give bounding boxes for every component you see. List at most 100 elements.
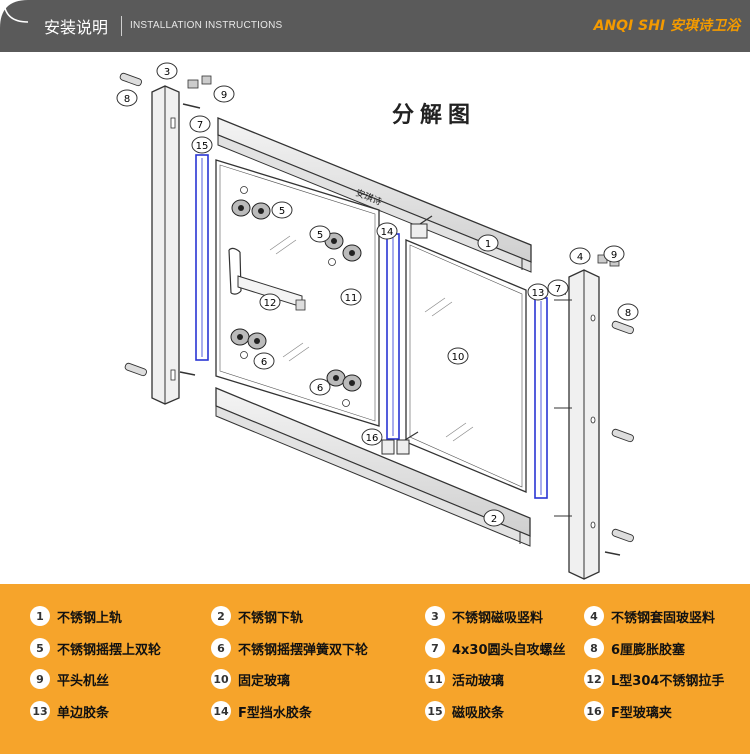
legend-number: 8: [584, 638, 604, 658]
legend-number: 10: [211, 669, 231, 689]
callout-3: 3: [156, 62, 178, 80]
svg-text:13: 13: [532, 288, 545, 299]
svg-text:11: 11: [345, 293, 358, 304]
legend-label: 活动玻璃: [452, 673, 505, 689]
callout-15: 15: [191, 136, 213, 154]
legend-number: 4: [584, 606, 604, 626]
exploded-diagram: 分解图 安琪诗: [116, 62, 639, 580]
legend-number: 2: [211, 606, 231, 626]
header-subtitle: INSTALLATION INSTRUCTIONS: [130, 20, 283, 31]
svg-text:9: 9: [611, 250, 617, 261]
legend-item-10: 10 固定玻璃: [211, 668, 290, 690]
svg-text:14: 14: [381, 227, 394, 238]
callout-10: 10: [447, 347, 469, 365]
wall-anchors: [119, 72, 634, 543]
svg-text:6: 6: [317, 383, 323, 394]
bottom-roller-right: [326, 369, 362, 392]
fixed-glass: [405, 239, 527, 493]
header-title: 安装说明: [44, 18, 109, 37]
legend-number: 9: [30, 669, 50, 689]
legend-item-16: 16 F型玻璃夹: [584, 700, 672, 722]
header-divider: [121, 16, 122, 36]
legend-number: 13: [30, 701, 50, 721]
legend-label: 平头机丝: [57, 673, 110, 689]
legend-number: 7: [425, 638, 445, 658]
legend-item-2: 2 不锈钢下轨: [211, 605, 303, 627]
bottom-rail: [215, 387, 531, 547]
legend-label: 固定玻璃: [238, 673, 291, 689]
legend-label: 6厘膨胀胶塞: [611, 642, 686, 658]
brand-logo: ANQI SHI 安琪诗卫浴: [593, 18, 740, 34]
legend-label: 不锈钢上轨: [57, 610, 123, 626]
svg-text:3: 3: [164, 67, 170, 78]
legend-item-8: 8 6厘膨胀胶塞: [584, 637, 685, 659]
legend-number: 3: [425, 606, 445, 626]
legend-item-5: 5 不锈钢摇摆上双轮: [30, 637, 161, 659]
callout-2: 2: [483, 509, 505, 527]
callout-1: 1: [477, 234, 499, 252]
svg-text:8: 8: [625, 308, 631, 319]
legend-label: F型玻璃夹: [611, 705, 672, 721]
handle: [228, 247, 306, 311]
legend-item-11: 11 活动玻璃: [425, 668, 504, 690]
legend-label: 4x30圆头自攻螺丝: [452, 642, 566, 658]
legend-label: 不锈钢摇摆上双轮: [57, 642, 162, 658]
svg-text:16: 16: [366, 433, 379, 444]
svg-text:5: 5: [279, 206, 285, 217]
svg-text:9: 9: [221, 90, 227, 101]
callout-13: 13: [527, 283, 549, 301]
legend-item-7: 7 4x30圆头自攻螺丝: [425, 637, 566, 659]
legend-number: 11: [425, 669, 445, 689]
legend-label: 不锈钢摇摆弹簧双下轮: [238, 642, 369, 658]
callout-12: 12: [259, 293, 281, 311]
left-magnetic-profile: [151, 85, 180, 405]
svg-text:6: 6: [261, 357, 267, 368]
svg-text:4: 4: [577, 252, 583, 263]
svg-text:15: 15: [196, 141, 209, 152]
legend-number: 6: [211, 638, 231, 658]
header-bar: 安装说明 INSTALLATION INSTRUCTIONS ANQI SHI …: [0, 0, 750, 52]
legend-label: 不锈钢磁吸竖料: [452, 610, 544, 626]
callout-5b: 5: [309, 225, 331, 243]
legend-number: 5: [30, 638, 50, 658]
legend-item-3: 3 不锈钢磁吸竖料: [425, 605, 543, 627]
top-roller-right: [324, 232, 362, 262]
callout-7a: 7: [189, 115, 211, 133]
legend-number: 1: [30, 606, 50, 626]
callout-6b: 6: [309, 378, 331, 396]
svg-text:1: 1: [485, 239, 491, 250]
legend-item-15: 15 磁吸胶条: [425, 700, 504, 722]
svg-text:7: 7: [555, 284, 561, 295]
callout-11: 11: [340, 288, 362, 306]
top-roller-left: [231, 199, 271, 220]
legend-label: 单边胶条: [57, 705, 110, 721]
svg-text:10: 10: [452, 352, 465, 363]
svg-text:8: 8: [124, 94, 130, 105]
f-clip-top: [410, 215, 433, 239]
legend-item-6: 6 不锈钢摇摆弹簧双下轮: [211, 637, 368, 659]
legend-number: 14: [211, 701, 231, 721]
legend-item-14: 14 F型挡水胶条: [211, 700, 312, 722]
legend-item-9: 9 平头机丝: [30, 668, 109, 690]
legend-item-12: 12 L型304不锈钢拉手: [584, 668, 724, 690]
callout-7b: 7: [547, 279, 569, 297]
f-clip-bottom: [381, 431, 419, 455]
svg-text:2: 2: [491, 514, 497, 525]
callout-8b: 8: [617, 303, 639, 321]
callout-4: 4: [569, 247, 591, 265]
svg-text:12: 12: [264, 298, 277, 309]
callout-14: 14: [376, 222, 398, 240]
diagram-title: 分解图: [392, 102, 476, 128]
legend-number: 15: [425, 701, 445, 721]
callout-5a: 5: [271, 201, 293, 219]
parts-legend: 1 不锈钢上轨 2 不锈钢下轨 3 不锈钢磁吸竖料 4 不锈钢套固玻竖料 5 不…: [0, 584, 750, 754]
top-rail: 安琪诗: [217, 117, 532, 273]
legend-label: 磁吸胶条: [452, 705, 505, 721]
legend-number: 12: [584, 669, 604, 689]
right-profile: [554, 269, 600, 580]
bottom-roller-left: [230, 328, 267, 350]
legend-item-1: 1 不锈钢上轨: [30, 605, 122, 627]
callout-8a: 8: [116, 89, 138, 107]
callout-6a: 6: [253, 352, 275, 370]
legend-label: 不锈钢套固玻竖料: [611, 610, 716, 626]
